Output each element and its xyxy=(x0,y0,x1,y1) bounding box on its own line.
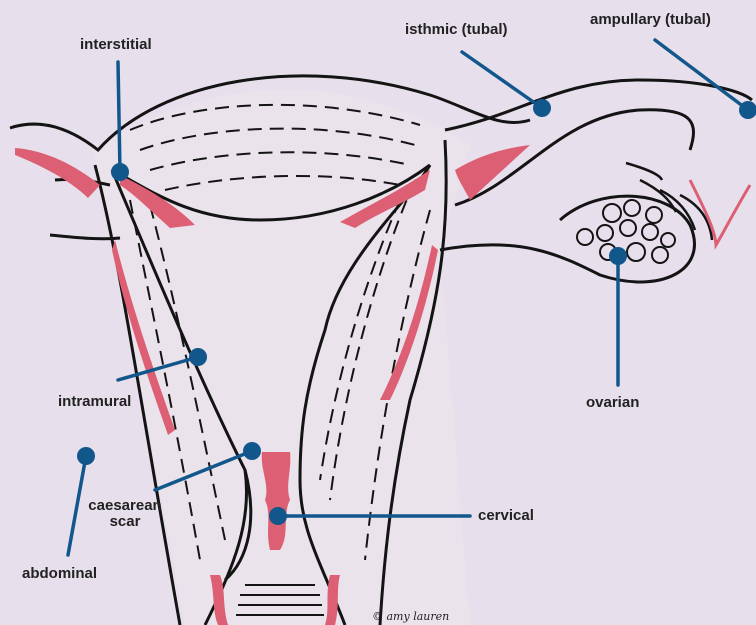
left-ligament-line-2 xyxy=(50,235,120,239)
artist-credit: © amy lauren xyxy=(372,610,449,623)
label-abdominal: abdominal xyxy=(22,566,97,582)
label-caesarean: caesarean scar xyxy=(88,498,161,530)
interstitial-leader xyxy=(118,62,120,172)
fallopian-tube-upper xyxy=(445,80,752,130)
label-intramural: intramural xyxy=(58,394,131,410)
abdominal-dot xyxy=(77,447,95,465)
label-cervical: cervical xyxy=(478,508,534,524)
caesarean-dot xyxy=(243,442,261,460)
abdominal-leader xyxy=(68,456,86,555)
cervical-dot xyxy=(269,507,287,525)
isthmic-dot xyxy=(533,99,551,117)
label-ovarian: ovarian xyxy=(586,395,639,411)
ampullary-leader xyxy=(655,40,748,110)
label-ampullary: ampullary (tubal) xyxy=(590,12,711,28)
fimbriae-pink xyxy=(690,180,750,245)
label-caesarean-line1: caesarean xyxy=(88,498,161,514)
label-interstitial: interstitial xyxy=(80,37,152,53)
ovary-outline xyxy=(440,196,694,282)
ovarian-dot xyxy=(609,247,627,265)
label-isthmic: isthmic (tubal) xyxy=(405,22,508,38)
intramural-dot xyxy=(189,348,207,366)
label-caesarean-line2: scar xyxy=(88,514,161,530)
interstitial-dot xyxy=(111,163,129,181)
isthmic-leader xyxy=(462,52,542,108)
